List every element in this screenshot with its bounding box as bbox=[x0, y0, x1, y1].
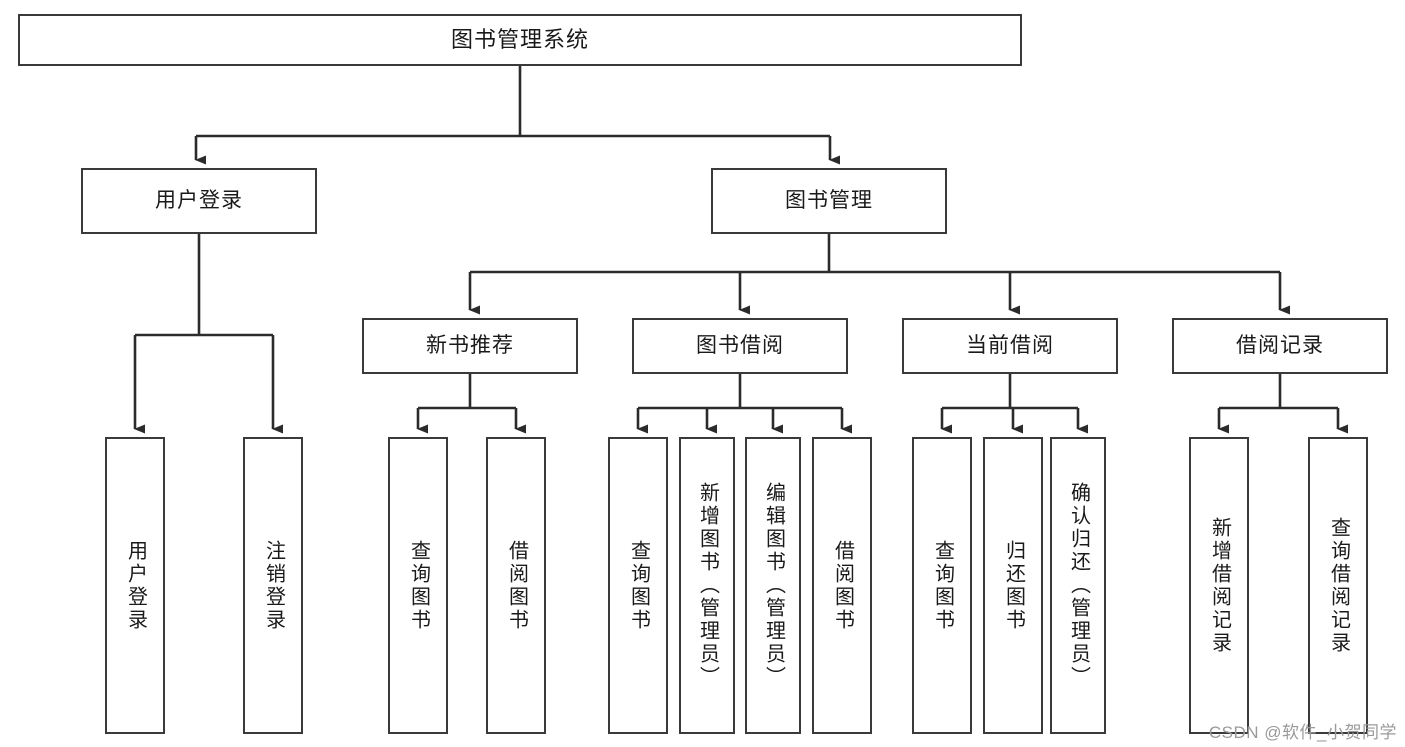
node-label: 注销登录 bbox=[262, 539, 285, 632]
leaf-add-book-admin[interactable]: 新增图书（管理员） bbox=[679, 437, 735, 734]
node-label: 借阅记录 bbox=[1236, 334, 1324, 358]
node-borrow-record[interactable]: 借阅记录 bbox=[1172, 318, 1388, 374]
leaf-query-book-current[interactable]: 查询图书 bbox=[912, 437, 972, 734]
node-user-login[interactable]: 用户登录 bbox=[81, 168, 317, 234]
node-label: 用户登录 bbox=[155, 189, 243, 213]
leaf-query-book-borrow[interactable]: 查询图书 bbox=[608, 437, 668, 734]
node-book-borrow[interactable]: 图书借阅 bbox=[632, 318, 848, 374]
node-label: 新增图书（管理员） bbox=[696, 482, 719, 689]
node-label: 编辑图书（管理员） bbox=[762, 482, 785, 689]
leaf-borrow-book-new[interactable]: 借阅图书 bbox=[486, 437, 546, 734]
node-new-book-recommend[interactable]: 新书推荐 bbox=[362, 318, 578, 374]
node-book-management[interactable]: 图书管理 bbox=[711, 168, 947, 234]
leaf-user-login[interactable]: 用户登录 bbox=[105, 437, 165, 734]
node-label: 查询图书 bbox=[627, 539, 650, 632]
node-label: 查询借阅记录 bbox=[1327, 516, 1350, 655]
leaf-query-book-new[interactable]: 查询图书 bbox=[388, 437, 448, 734]
leaf-logout[interactable]: 注销登录 bbox=[243, 437, 303, 734]
node-label: 当前借阅 bbox=[966, 334, 1054, 358]
leaf-query-borrow-record[interactable]: 查询借阅记录 bbox=[1308, 437, 1368, 734]
node-label: 图书借阅 bbox=[696, 334, 784, 358]
leaf-edit-book-admin[interactable]: 编辑图书（管理员） bbox=[745, 437, 801, 734]
node-label: 查询图书 bbox=[931, 539, 954, 632]
leaf-add-borrow-record[interactable]: 新增借阅记录 bbox=[1189, 437, 1249, 734]
node-label: 图书管理系统 bbox=[450, 26, 589, 52]
leaf-borrow-book[interactable]: 借阅图书 bbox=[812, 437, 872, 734]
node-label: 图书管理 bbox=[785, 189, 873, 213]
leaf-confirm-return-admin[interactable]: 确认归还（管理员） bbox=[1050, 437, 1106, 734]
node-label: 归还图书 bbox=[1002, 539, 1025, 632]
node-label: 查询图书 bbox=[407, 539, 430, 632]
node-root-book-management-system[interactable]: 图书管理系统 bbox=[18, 14, 1022, 66]
node-label: 确认归还（管理员） bbox=[1067, 482, 1090, 689]
leaf-return-book[interactable]: 归还图书 bbox=[983, 437, 1043, 734]
node-label: 借阅图书 bbox=[831, 539, 854, 632]
node-label: 新书推荐 bbox=[426, 334, 514, 358]
node-current-borrow[interactable]: 当前借阅 bbox=[902, 318, 1118, 374]
node-label: 用户登录 bbox=[124, 539, 147, 632]
node-label: 新增借阅记录 bbox=[1208, 516, 1231, 655]
node-label: 借阅图书 bbox=[505, 539, 528, 632]
